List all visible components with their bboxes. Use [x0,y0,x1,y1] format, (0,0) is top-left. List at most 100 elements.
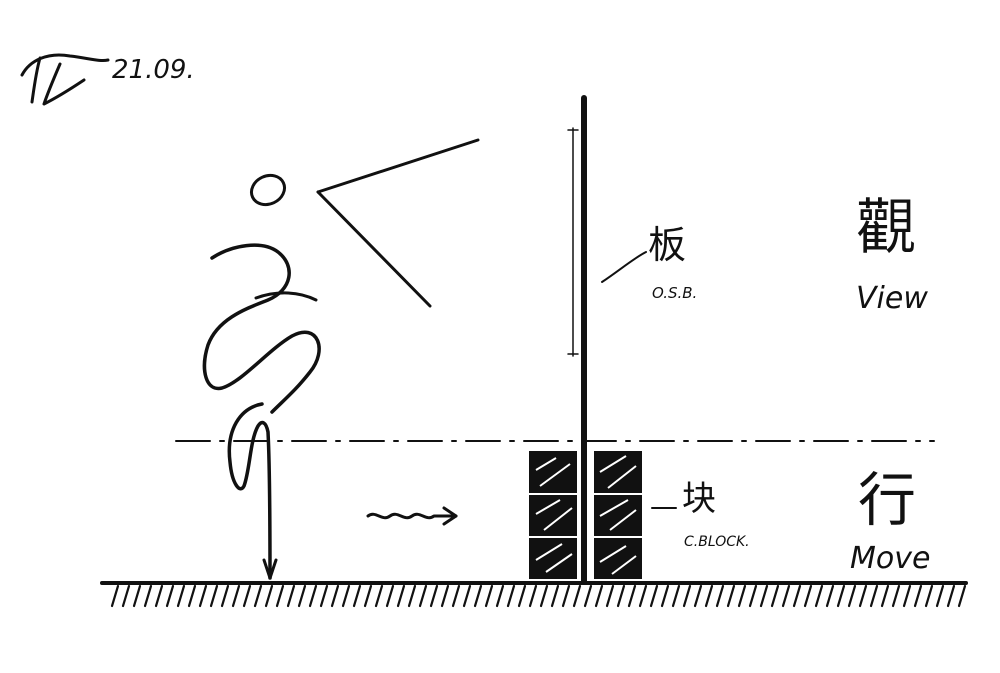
ground-hatch-stroke [319,584,329,608]
ground-hatch-stroke [429,584,439,608]
ground-hatch-stroke [737,584,747,608]
ground-hatch-stroke [583,584,593,608]
ground-hatch-stroke [781,584,791,608]
ground-hatching [110,584,967,608]
person-foot-arrow [262,558,278,580]
ground-hatch-stroke [187,584,197,608]
ground-hatch-stroke [132,584,142,608]
block-label-cn: 块 [682,479,716,519]
ground-hatch-stroke [682,584,692,608]
person-body [202,243,321,414]
osb-board [567,95,587,585]
ground-hatch-stroke [165,584,175,608]
ground-hatch-stroke [693,584,703,608]
ground-hatch-stroke [264,584,274,608]
person-legs [227,402,272,580]
view-label-cn: 觀 [856,193,916,263]
osb-label-en: O.S.B. [652,284,697,302]
ground-hatch-stroke [869,584,879,608]
move-arrow [366,506,458,526]
ground-hatch-stroke [715,584,725,608]
move-label-en: Move [850,541,930,576]
ground-hatch-stroke [616,584,626,608]
ground-hatch-stroke [880,584,890,608]
ground-hatch-stroke [176,584,186,608]
ground-hatch-stroke [704,584,714,608]
ground-hatch-stroke [308,584,318,608]
ground-hatch-stroke [407,584,417,608]
ground-hatch-stroke [495,584,505,608]
ground-hatch-stroke [660,584,670,608]
ground [100,581,968,608]
person-arm [254,291,318,302]
ground-hatch-stroke [352,584,362,608]
ground-hatch-stroke [484,584,494,608]
ground-hatch-stroke [770,584,780,608]
ground-hatch-stroke [330,584,340,608]
ground-hatch-stroke [418,584,428,608]
view-label-en: View [856,281,928,316]
ground-hatch-stroke [803,584,813,608]
ground-hatch-stroke [759,584,769,608]
ground-hatch-stroke [506,584,516,608]
ground-hatch-stroke [297,584,307,608]
concrete-blocks [529,451,642,579]
ground-hatch-stroke [253,584,263,608]
ground-hatch-stroke [792,584,802,608]
ground-hatch-stroke [671,584,681,608]
ground-hatch-stroke [242,584,252,608]
ground-hatch-stroke [946,584,956,608]
person-head [249,173,287,207]
ground-hatch-stroke [902,584,912,608]
ground-hatch-stroke [627,584,637,608]
ground-hatch-stroke [154,584,164,608]
ground-hatch-stroke [231,584,241,608]
ground-hatch-stroke [451,584,461,608]
sight-lines [316,138,480,308]
ground-hatch-stroke [341,584,351,608]
ground-hatch-stroke [385,584,395,608]
ground-hatch-stroke [935,584,945,608]
person-figure [202,173,321,580]
ground-hatch-stroke [913,584,923,608]
ground-hatch-stroke [286,584,296,608]
ground-hatch-stroke [363,584,373,608]
ground-hatch-stroke [462,584,472,608]
ground-hatch-stroke [825,584,835,608]
ground-hatch-stroke [605,584,615,608]
ground-hatch-stroke [143,584,153,608]
ground-hatch-stroke [198,584,208,608]
ground-hatch-stroke [473,584,483,608]
osb-label-cn: 板 [648,223,686,267]
ground-hatch-stroke [594,584,604,608]
ground-hatch-stroke [220,584,230,608]
move-label-cn: 行 [858,466,916,534]
block-label-en: C.BLOCK. [684,534,750,550]
ground-hatch-stroke [528,584,538,608]
ground-hatch-stroke [209,584,219,608]
ground-hatch-stroke [638,584,648,608]
ground-hatch-stroke [572,584,582,608]
ground-hatch-stroke [957,584,967,608]
ground-hatch-stroke [836,584,846,608]
ground-hatch-stroke [561,584,571,608]
ground-hatch-stroke [726,584,736,608]
ground-hatch-stroke [121,584,131,608]
block-column-left [529,451,577,579]
ground-hatch-stroke [891,584,901,608]
signature-mark [20,53,110,106]
ground-hatch-stroke [374,584,384,608]
ground-hatch-stroke [924,584,934,608]
ground-hatch-stroke [748,584,758,608]
ground-hatch-stroke [539,584,549,608]
ground-hatch-stroke [550,584,560,608]
ground-hatch-stroke [110,584,120,608]
ground-hatch-stroke [858,584,868,608]
ground-hatch-stroke [517,584,527,608]
ground-hatch-stroke [275,584,285,608]
ground-hatch-stroke [847,584,857,608]
ground-hatch-stroke [649,584,659,608]
ground-hatch-stroke [396,584,406,608]
